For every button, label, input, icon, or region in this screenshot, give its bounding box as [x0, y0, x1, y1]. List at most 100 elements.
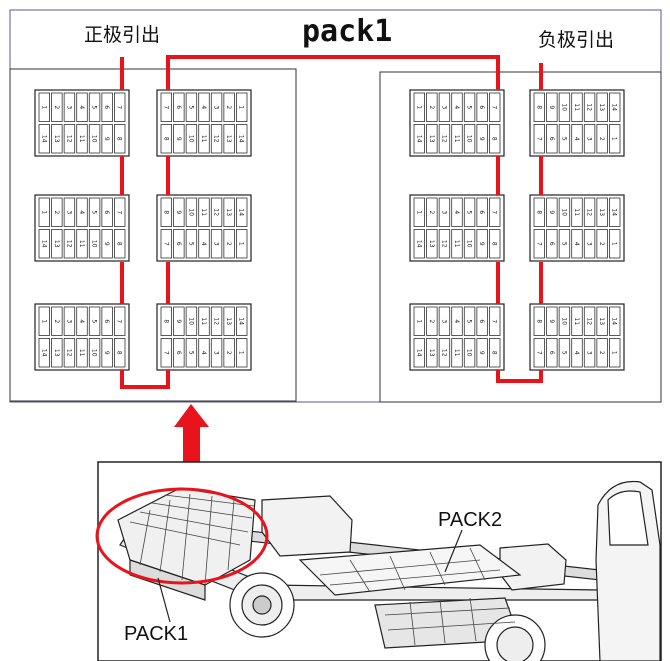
cell-number: 6 [478, 105, 485, 109]
battery-cell [51, 197, 63, 227]
battery-cell [583, 92, 596, 122]
cell-number: 1 [415, 105, 422, 109]
battery-cell [596, 124, 608, 154]
cell-number: 2 [53, 105, 60, 109]
cell-number: 1 [611, 351, 618, 355]
battery-cell [185, 338, 198, 368]
cell-number: 12 [213, 208, 220, 216]
battery-cell [451, 229, 463, 259]
cell-number: 2 [598, 242, 605, 246]
cell-number: 3 [586, 351, 593, 355]
cell-number: 2 [53, 319, 60, 323]
cell-number: 12 [65, 240, 72, 248]
cell-number: 7 [491, 210, 498, 214]
battery-cell [38, 229, 50, 259]
cell-number: 2 [428, 105, 435, 109]
battery-cell [198, 124, 210, 154]
cell-number: 4 [78, 319, 85, 323]
cell-number: 3 [440, 210, 447, 214]
battery-cell [413, 306, 425, 336]
cell-number: 10 [187, 208, 194, 216]
cell-number: 8 [162, 210, 169, 214]
cell-number: 8 [116, 351, 123, 355]
cell-number: 5 [91, 319, 98, 323]
battery-cell [185, 92, 198, 122]
cell-number: 8 [491, 242, 498, 246]
cell-number: 9 [103, 351, 110, 355]
battery-cell [609, 229, 621, 259]
battery-cell [489, 306, 501, 336]
cell-number: 11 [78, 135, 85, 143]
battery-cell [558, 197, 571, 227]
battery-cell [571, 338, 583, 368]
cell-number: 9 [478, 137, 485, 141]
battery-cell [463, 338, 476, 368]
battery-cell [223, 338, 235, 368]
cell-number: 7 [162, 351, 169, 355]
battery-cell [236, 197, 248, 227]
battery-cell [438, 229, 451, 259]
battery-cell [426, 306, 438, 336]
battery-cell [438, 306, 451, 336]
battery-cell [38, 197, 50, 227]
battery-cell [160, 306, 172, 336]
battery-cell [185, 197, 198, 227]
cell-number: 10 [560, 317, 567, 325]
battery-cell [426, 197, 438, 227]
cell-number: 4 [453, 319, 460, 323]
battery-cell [198, 338, 210, 368]
bus-chassis-illustration [117, 480, 661, 661]
battery-cell [236, 92, 248, 122]
cell-number: 9 [175, 210, 182, 214]
cell-number: 5 [466, 319, 473, 323]
cell-number: 11 [453, 240, 460, 248]
battery-cell [173, 197, 185, 227]
battery-cell [114, 197, 126, 227]
cell-number: 7 [162, 242, 169, 246]
cell-number: 9 [478, 351, 485, 355]
battery-cell [101, 92, 113, 122]
wire-r-bottom-jump [496, 370, 543, 383]
cell-number: 10 [466, 135, 473, 143]
battery-cell [185, 229, 198, 259]
battery-cell [413, 124, 425, 154]
battery-cell [476, 229, 488, 259]
battery-cell [533, 229, 545, 259]
battery-cell [583, 338, 596, 368]
battery-cell [609, 306, 621, 336]
cell-number: 14 [415, 240, 422, 248]
pack2-label: PACK2 [438, 509, 502, 531]
cell-number: 9 [175, 137, 182, 141]
cell-number: 14 [40, 135, 47, 143]
cell-number: 2 [428, 319, 435, 323]
battery-cell [596, 197, 608, 227]
cell-number: 4 [573, 242, 580, 246]
cell-number: 4 [78, 105, 85, 109]
battery-cell [63, 306, 76, 336]
pack1-leader [157, 577, 171, 623]
battery-cell [426, 92, 438, 122]
cell-number: 3 [213, 105, 220, 109]
battery-cell [533, 92, 545, 122]
battery-cell [38, 306, 50, 336]
cell-number: 7 [116, 319, 123, 323]
battery-cell [463, 197, 476, 227]
cell-number: 7 [116, 210, 123, 214]
cell-number: 7 [162, 105, 169, 109]
cell-number: 3 [586, 137, 593, 141]
cell-number: 8 [535, 319, 542, 323]
cell-number: 14 [415, 135, 422, 143]
battery-cell [173, 229, 185, 259]
pack2-leader [444, 529, 463, 573]
battery-cell [596, 338, 608, 368]
wire-top-jump [166, 55, 500, 90]
battery-cell [101, 338, 113, 368]
diagram-title: pack1 [302, 14, 392, 49]
battery-cell [476, 197, 488, 227]
cell-number: 3 [440, 105, 447, 109]
battery-cell [463, 124, 476, 154]
battery-cell [210, 306, 223, 336]
cell-number: 9 [548, 319, 555, 323]
